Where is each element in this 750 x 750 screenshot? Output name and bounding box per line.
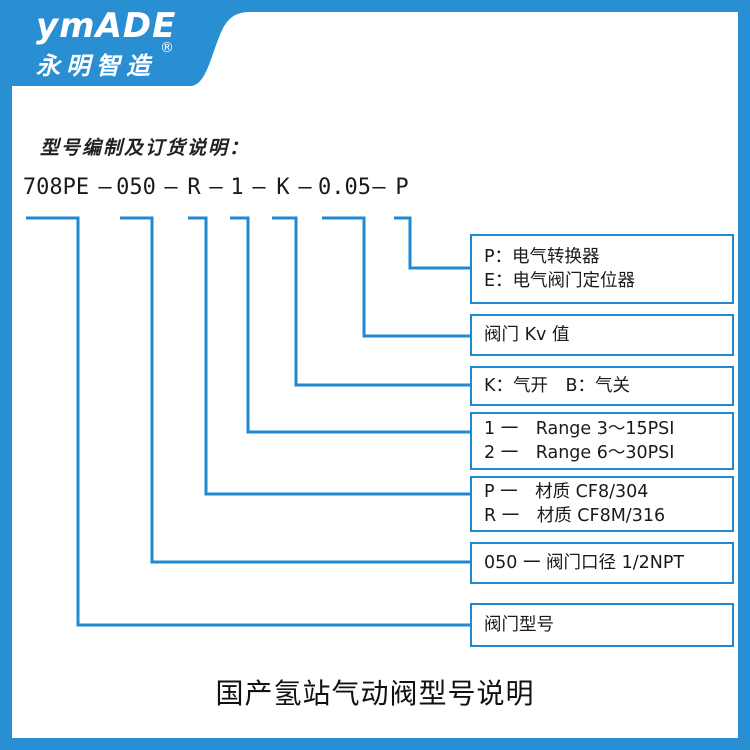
ordering-subtitle: 型号编制及订货说明： — [40, 137, 251, 159]
connector-lines — [26, 216, 470, 627]
code-segment-model: 708PE — [22, 175, 90, 200]
legend-line: P 一 材质 CF8/304 — [484, 482, 649, 502]
connector-converter — [394, 216, 470, 270]
legend-box-model: 阀门型号 — [470, 603, 734, 647]
code-segment-kv: 0.05 — [318, 175, 371, 200]
code-segment-material: R — [187, 175, 201, 200]
code-separator: — — [252, 175, 266, 200]
code-separator: — — [372, 175, 386, 200]
legend-box-converter: P：电气转换器 E：电气阀门定位器 — [470, 234, 734, 304]
brand-logo-text: ymADE — [36, 6, 177, 46]
code-segment-range: 1 — [230, 175, 244, 200]
code-separator: — — [298, 175, 312, 200]
legend-line: 1 一 Range 3～15PSI — [484, 419, 675, 439]
connector-action — [272, 216, 470, 387]
legend-box-action: K：气开 B：气关 — [470, 366, 734, 406]
code-segment-action: K — [276, 175, 290, 200]
legend-line: 阀门型号 — [484, 615, 554, 635]
legend-box-kv: 阀门 Kv 值 — [470, 314, 734, 356]
legend-line: K：气开 B：气关 — [484, 376, 630, 396]
legend-line: 阀门 Kv 值 — [484, 325, 570, 345]
legend-line: 050 一 阀门口径 1/2NPT — [484, 553, 685, 573]
legend-line: P：电气转换器 — [484, 247, 600, 267]
legend-line: 2 一 Range 6～30PSI — [484, 443, 675, 463]
connector-kv — [322, 216, 470, 338]
brand-logo-cn: 永明智造 — [36, 51, 156, 80]
footer-title: 国产氢站气动阀型号说明 — [215, 677, 535, 710]
legend-line: R 一 材质 CF8M/316 — [484, 506, 666, 526]
code-separator: — — [209, 175, 223, 200]
connector-range — [230, 216, 470, 434]
code-segment-size: 050 — [116, 175, 156, 200]
connector-model — [26, 216, 470, 627]
registered-mark: ® — [160, 40, 174, 56]
code-separator: — — [164, 175, 178, 200]
legend-box-size: 050 一 阀门口径 1/2NPT — [470, 542, 734, 584]
code-separator: — — [98, 175, 112, 200]
connector-material — [188, 216, 470, 496]
code-segment-converter: P — [395, 175, 409, 200]
connector-size — [120, 216, 470, 564]
legend-box-material: P 一 材质 CF8/304 R 一 材质 CF8M/316 — [470, 476, 734, 532]
legend-line: E：电气阀门定位器 — [484, 271, 636, 291]
legend-box-range: 1 一 Range 3～15PSI 2 一 Range 6～30PSI — [470, 412, 734, 470]
